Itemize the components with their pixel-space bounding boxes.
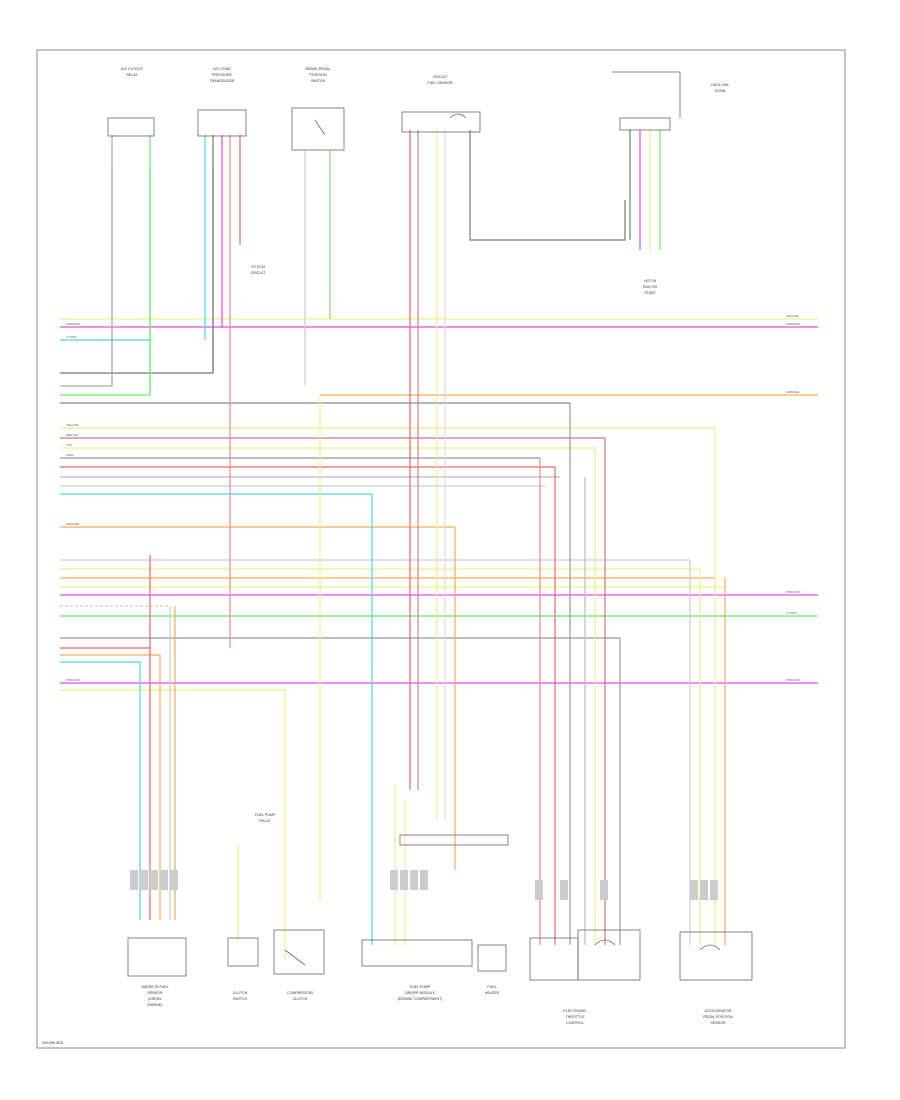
svg-text:ORANGE: ORANGE [786,390,799,394]
svg-text:RELAY: RELAY [259,819,271,823]
svg-text:FUEL: FUEL [487,985,496,989]
svg-text:FUEL SENSOR: FUEL SENSOR [427,81,453,85]
svg-text:(ENGINE COMPARTMENT): (ENGINE COMPARTMENT) [398,997,443,1001]
svg-text:A/C COND: A/C COND [213,67,231,71]
top-components [107,71,681,151]
svg-text:CLUTCH: CLUTCH [293,997,308,1001]
svg-text:CONN: CONN [715,89,726,93]
svg-text:TO ECM: TO ECM [251,265,265,269]
svg-text:ACCELERATOR: ACCELERATOR [705,1009,732,1013]
svg-text:PRESSURE: PRESSURE [212,73,232,77]
diagram-id: W0196 3D3 [42,1040,64,1045]
connector-pins [130,870,718,900]
svg-text:A/C CUTOUT: A/C CUTOUT [121,67,144,71]
svg-text:COMPRESSOR: COMPRESSOR [287,991,313,995]
svg-text:PINK/WHT: PINK/WHT [786,322,801,326]
component-labels: A/C CUTOUT RELAY A/C COND PRESSURE TRANS… [121,67,733,1025]
svg-text:GRAY: GRAY [66,453,74,457]
svg-text:THROTTLE: THROTTLE [566,1015,586,1019]
svg-text:TRANSDUCER: TRANSDUCER [210,79,235,83]
svg-text:ELECTRONIC: ELECTRONIC [563,1009,587,1013]
svg-text:CIRCUIT: CIRCUIT [433,75,448,79]
svg-text:CONTROL: CONTROL [566,1021,584,1025]
svg-text:PINK/WHT: PINK/WHT [786,678,801,682]
svg-text:FUEL PUMP: FUEL PUMP [255,813,276,817]
svg-text:DATA LINK: DATA LINK [711,83,729,87]
svg-text:ORANGE: ORANGE [66,522,79,526]
svg-text:LT GRN: LT GRN [786,611,797,615]
svg-text:PEDAL POSITION: PEDAL POSITION [703,1015,733,1019]
vertical-wires [111,130,726,960]
svg-text:PINK/WHT: PINK/WHT [66,678,81,682]
bottom-components [127,834,753,981]
svg-text:START: START [644,291,656,295]
svg-text:RELAY: RELAY [126,73,138,77]
svg-text:SWITCH: SWITCH [233,997,248,1001]
svg-text:HEATER: HEATER [485,991,500,995]
wire-color-labels: YELLOW PINK/WHT ORANGE PINK/WHT LT GRN P… [66,314,801,682]
svg-text:PINK/WHT: PINK/WHT [66,322,81,326]
svg-text:(DIESEL: (DIESEL [148,997,162,1001]
svg-text:POSITION: POSITION [309,73,327,77]
svg-text:SENSOR: SENSOR [147,991,163,995]
svg-text:CIRCUIT: CIRCUIT [251,271,266,275]
svg-text:FUEL PUMP: FUEL PUMP [410,985,431,989]
svg-text:SWITCH: SWITCH [311,79,326,83]
svg-text:BRAKE PEDAL: BRAKE PEDAL [306,67,331,71]
svg-text:CLUTCH: CLUTCH [233,991,248,995]
svg-text:YELLOW: YELLOW [786,314,799,318]
svg-text:LT GRN: LT GRN [66,335,77,339]
svg-text:HOT IN: HOT IN [644,279,657,283]
svg-text:ENGINE): ENGINE) [148,1003,163,1007]
svg-text:PINK/WHT: PINK/WHT [786,590,801,594]
diagram-frame [36,49,846,1049]
svg-text:SENSOR: SENSOR [710,1021,726,1025]
svg-text:TAN: TAN [66,443,72,447]
svg-text:YELLOW: YELLOW [66,423,79,427]
svg-text:DRIVER MODULE: DRIVER MODULE [405,991,436,995]
svg-text:RUN OR: RUN OR [643,285,658,289]
svg-text:RED/YEL: RED/YEL [66,433,79,437]
horizontal-wires [60,168,818,691]
svg-text:WATER IN FUEL: WATER IN FUEL [141,985,168,989]
